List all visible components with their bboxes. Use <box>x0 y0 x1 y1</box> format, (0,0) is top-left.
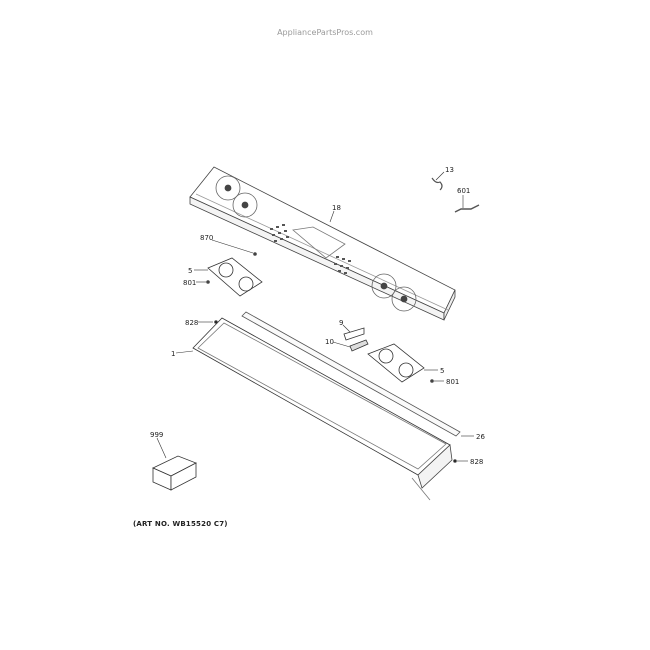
callout-26: 26 <box>476 433 485 441</box>
screw-801-left[interactable] <box>206 280 210 284</box>
callout-801-right: 801 <box>446 378 459 386</box>
bracket-9[interactable] <box>343 327 365 341</box>
encoder-board-right[interactable] <box>367 343 425 383</box>
callout-5-left: 5 <box>188 267 192 275</box>
callout-10: 10 <box>325 338 334 346</box>
panel-frame[interactable] <box>192 317 453 501</box>
screw-870[interactable] <box>253 252 257 256</box>
wire-harness-601[interactable] <box>454 204 480 213</box>
callout-1: 1 <box>171 350 175 358</box>
wire-harness-13[interactable] <box>431 177 443 191</box>
fastener-828-top[interactable] <box>214 320 218 324</box>
screw-801-right[interactable] <box>430 379 434 383</box>
callout-828-top: 828 <box>185 319 198 327</box>
control-panel[interactable] <box>189 166 456 321</box>
callout-999: 999 <box>150 431 163 439</box>
callout-601: 601 <box>457 187 470 195</box>
fastener-828-bottom[interactable] <box>453 459 457 463</box>
callout-13: 13 <box>445 166 454 174</box>
watermark: AppliancePartsPros.com <box>277 28 373 37</box>
callout-870: 870 <box>200 234 213 242</box>
trim-strip[interactable] <box>241 311 461 437</box>
callout-801-left: 801 <box>183 279 196 287</box>
parts-box[interactable] <box>152 455 197 491</box>
encoder-board-left[interactable] <box>207 257 263 297</box>
board-10[interactable] <box>349 339 369 352</box>
callout-828-bottom: 828 <box>470 458 483 466</box>
callout-9: 9 <box>339 319 343 327</box>
art-number: (ART NO. WB15520 C7) <box>133 520 228 528</box>
callout-18: 18 <box>332 204 341 212</box>
callout-5-right: 5 <box>440 367 444 375</box>
